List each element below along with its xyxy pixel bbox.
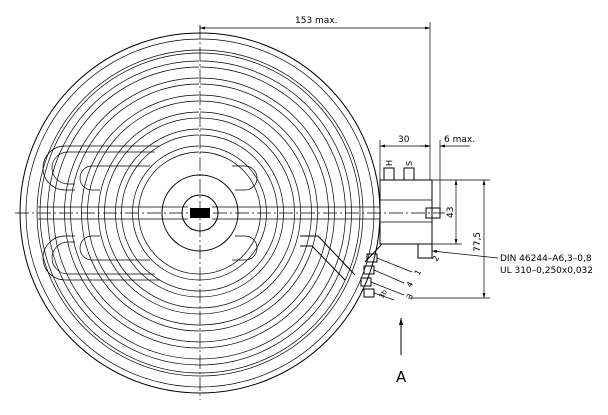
dim-block-width: 30 (379, 135, 430, 180)
view-arrow-label: A (396, 368, 407, 386)
dim-overhang: 6 max. (420, 135, 475, 208)
terminal-label-3: 3 (405, 292, 415, 301)
sensor-core (190, 208, 210, 218)
terminal-label-s: S (405, 161, 414, 166)
terminal-pins (360, 253, 413, 301)
heating-coil (38, 60, 380, 366)
dim-total-height: 77,5 (408, 179, 490, 299)
spec-line-1: DIN 46244–A6,3–0,8 (500, 254, 592, 264)
view-arrow: A (396, 318, 407, 386)
spec-line-2: UL 310–0,250x0,032 (500, 266, 593, 276)
dim-overhang-label: 6 max. (444, 135, 475, 145)
terminal-label-2: 2 (431, 254, 441, 263)
dim-total-height-label: 77,5 (473, 232, 483, 252)
center-sensor (161, 174, 239, 252)
dim-height-label: 43 (446, 207, 456, 218)
terminal-label-1: 1 (413, 268, 423, 277)
terminal-block (364, 167, 441, 263)
dim-block-width-label: 30 (398, 135, 410, 145)
terminal-label-h: H (385, 160, 394, 166)
terminal-label-3b: 3b (378, 288, 390, 300)
dim-diameter: 153 max. (199, 16, 431, 180)
spec-callout: DIN 46244–A6,3–0,8 UL 310–0,250x0,032 (431, 250, 593, 276)
dim-diameter-label: 153 max. (295, 16, 338, 26)
terminal-label-4: 4 (405, 280, 415, 289)
dim-height: 43 (432, 179, 462, 245)
